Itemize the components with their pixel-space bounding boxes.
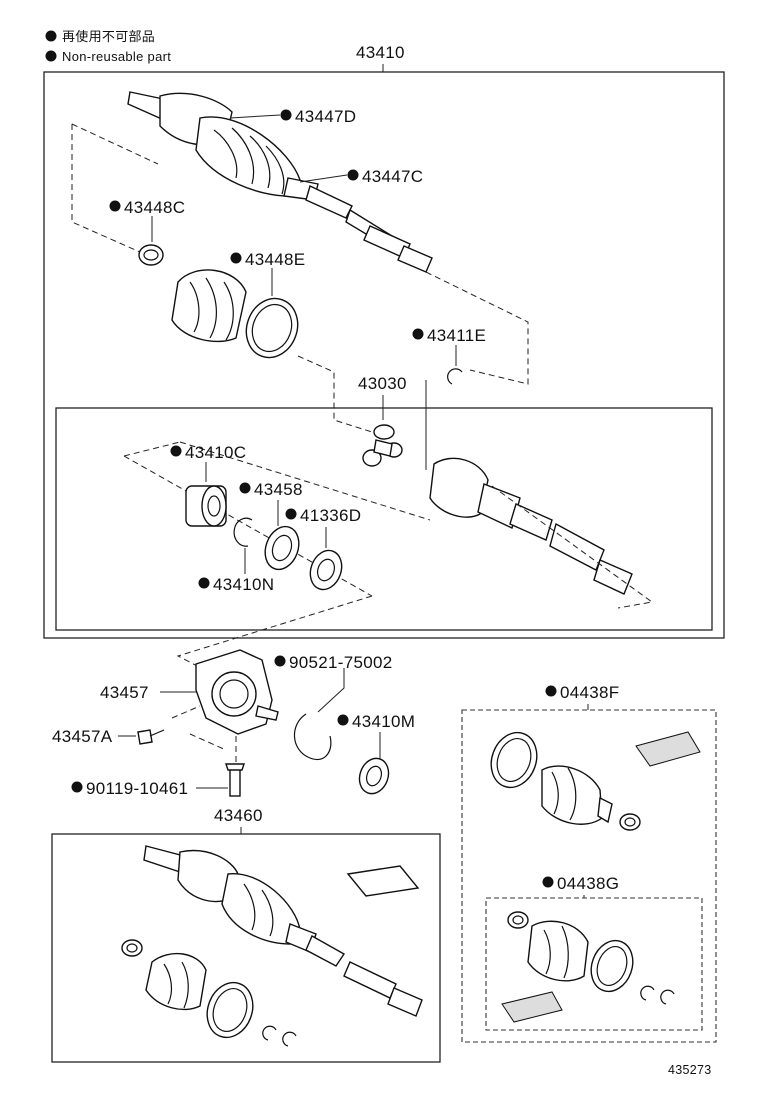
- callout-43460[interactable]: 43460: [214, 806, 263, 825]
- assembly-43410-box: [43, 71, 725, 639]
- filled-circle-icon: [542, 876, 554, 888]
- callout-43448E[interactable]: 43448E: [245, 250, 305, 269]
- second-shaft-assembly: [121, 845, 423, 1047]
- callout-43411E[interactable]: 43411E: [427, 326, 486, 345]
- bolt-43457A: [137, 729, 165, 745]
- filled-circle-icon: [239, 482, 251, 494]
- filled-circle-icon: [230, 252, 242, 264]
- tripod-joint: [362, 424, 403, 467]
- assembly-43460-box: [51, 833, 441, 1063]
- callout-43458[interactable]: 43458: [254, 480, 303, 499]
- callout-43457[interactable]: 43457: [100, 683, 149, 702]
- legend-japanese: 再使用不可部品: [62, 29, 155, 45]
- seal-41336D: [309, 549, 343, 591]
- callout-43410[interactable]: 43410: [356, 43, 405, 62]
- filled-circle-icon: [45, 30, 57, 42]
- filled-circle-icon: [337, 714, 349, 726]
- filled-circle-icon: [285, 508, 297, 520]
- callout-90119-10461[interactable]: 90119-10461: [86, 779, 188, 798]
- callout-43448C[interactable]: 43448C: [124, 198, 185, 217]
- callout-43447C[interactable]: 43447C: [362, 167, 423, 186]
- filled-circle-icon: [347, 169, 359, 181]
- callout-43030[interactable]: 43030: [358, 374, 407, 393]
- callout-43447D[interactable]: 43447D: [295, 107, 356, 126]
- callout-43410N[interactable]: 43410N: [213, 575, 274, 594]
- callout-43410C[interactable]: 43410C: [185, 443, 246, 462]
- inboard-joint-box: [55, 407, 713, 631]
- filled-circle-icon: [71, 781, 83, 793]
- inboard-housing-shaft: [429, 457, 633, 595]
- snap-ring-43411E: [447, 368, 463, 385]
- center-bearing-bracket: [195, 649, 279, 735]
- kit-04438G-parts: [501, 911, 675, 1023]
- filled-circle-icon: [109, 200, 121, 212]
- callout-43410M[interactable]: 43410M: [352, 712, 415, 731]
- filled-circle-icon: [170, 445, 182, 457]
- inner-boot: [171, 269, 247, 343]
- drawing-number: 435273: [668, 1063, 712, 1077]
- clamp-43448C: [138, 244, 164, 266]
- outer-shaft-assembly: [127, 91, 433, 273]
- filled-circle-icon: [198, 577, 210, 589]
- seal-43410M: [358, 757, 390, 795]
- clamp-43448E: [245, 297, 299, 359]
- kit-04438G-box: [485, 897, 703, 1031]
- callout-04438G[interactable]: 04438G: [557, 874, 619, 893]
- bearing-43410C: [185, 485, 227, 527]
- filled-circle-icon: [280, 109, 292, 121]
- callout-90521-75002[interactable]: 90521-75002: [289, 653, 393, 672]
- callout-43457A[interactable]: 43457A: [52, 727, 113, 746]
- callout-41336D[interactable]: 41336D: [300, 506, 361, 525]
- legend: 再使用不可部品 Non-reusable part: [45, 29, 171, 64]
- kit-04438F-box: [461, 709, 717, 1043]
- filled-circle-icon: [45, 50, 57, 62]
- legend-english: Non-reusable part: [62, 49, 171, 64]
- kit-04438F-parts: [490, 731, 701, 831]
- callout-04438F[interactable]: 04438F: [560, 683, 619, 702]
- seal-43458: [264, 525, 300, 571]
- bolt-90119: [225, 763, 245, 797]
- snap-ring-43410N: [233, 517, 253, 547]
- ring-90521: [293, 713, 332, 761]
- filled-circle-icon: [274, 655, 286, 667]
- filled-circle-icon: [545, 685, 557, 697]
- filled-circle-icon: [412, 328, 424, 340]
